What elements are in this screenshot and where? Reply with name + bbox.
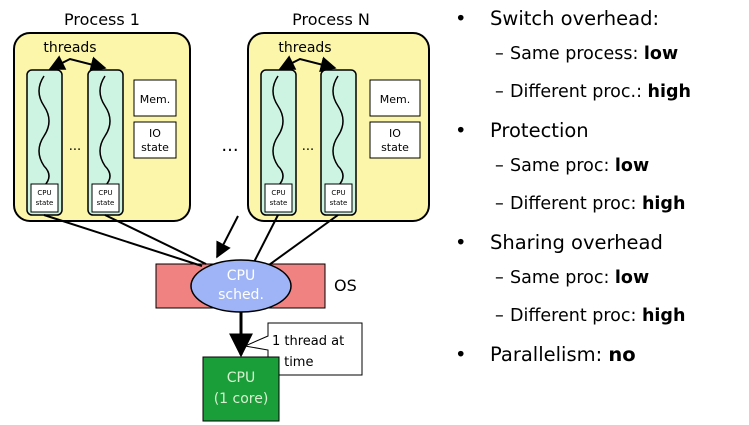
process-1-io-line1: IO: [149, 127, 161, 140]
bullet-label: Sharing overhead: [490, 231, 663, 254]
process-1-mem-box: [133, 79, 177, 117]
bullet-protection-same: –Same proc: low: [455, 154, 749, 178]
dash-marker-icon: –: [495, 156, 504, 176]
process-1-thread-1-cpu-state-box: [30, 183, 59, 213]
cpu-core-line1: CPU: [227, 370, 255, 386]
line-pn-t1: [252, 214, 279, 265]
process-n-thread-1: [260, 69, 297, 216]
dash-marker-icon: –: [495, 306, 504, 326]
process-1-thread-2-cpu-state-box: [91, 183, 120, 213]
bullet-label: Switch overhead:: [490, 7, 660, 30]
bullet-value: high: [641, 306, 686, 326]
bullet-label: Different proc:: [510, 194, 642, 214]
process-n-thread-2-squiggle: [332, 75, 344, 187]
process-n-thread-1-cpu-state-line2: state: [270, 199, 288, 207]
bullet-label: Parallelism:: [490, 343, 609, 366]
process-n-thread-2-cpu-state-box: [324, 183, 353, 213]
process-n-threads-bracket: [278, 55, 337, 73]
bullet-sharing-same: –Same proc: low: [455, 266, 749, 290]
cpu-scheduler-line1: CPU: [227, 268, 255, 284]
process-n-thread-1-cpu-state-line1: CPU: [271, 189, 285, 197]
process-1-threads-label: threads: [43, 40, 96, 56]
bullet-protection: • Protection: [455, 118, 749, 144]
process-n-io-line1: IO: [389, 127, 401, 140]
process-n-io-box: [369, 121, 421, 159]
process-1-thread-1-cpu-state-line2: state: [36, 199, 54, 207]
process-n-thread-2-cpu-state-line2: state: [330, 199, 348, 207]
bullet-label: Same proc:: [510, 268, 615, 288]
bullet-marker-icon: •: [455, 7, 467, 30]
bullet-marker-icon: •: [455, 231, 467, 254]
process-1-io-box: [133, 121, 177, 159]
cpu-scheduler-line2: sched.: [218, 287, 264, 303]
bullet-label: Different proc:: [510, 306, 642, 326]
bullet-value: high: [647, 82, 691, 102]
bullet-parallelism: • Parallelism: no: [455, 342, 749, 368]
dash-marker-icon: –: [495, 268, 504, 288]
dash-marker-icon: –: [495, 82, 504, 102]
bullet-value: low: [643, 44, 679, 64]
process-n-thread-2-cpu-state-line1: CPU: [331, 189, 345, 197]
bullet-value: high: [641, 194, 686, 214]
callout-line2: a time: [272, 355, 313, 370]
process-1-thread-2-cpu-state-line1: CPU: [98, 189, 112, 197]
dash-marker-icon: –: [495, 44, 504, 64]
bullet-switch-overhead: • Switch overhead:: [455, 6, 749, 32]
process-n-threads-label: threads: [278, 40, 331, 56]
process-1-title: Process 1: [64, 10, 140, 29]
process-1-thread-1-cpu-state-line1: CPU: [37, 189, 51, 197]
bullet-label: Same proc:: [510, 156, 615, 176]
cpu-core-line2: (1 core): [214, 391, 269, 407]
process-n-io-line2: state: [381, 141, 409, 154]
bullet-marker-icon: •: [455, 343, 467, 366]
cpu-core-box: [202, 356, 280, 422]
bullet-label: Different proc.:: [510, 82, 648, 102]
line-pn-t2: [261, 214, 339, 271]
process-1-threads-bracket: [48, 55, 107, 73]
process-1-thread-1-squiggle: [38, 75, 50, 187]
line-p1-t2: [104, 214, 207, 265]
process-n-mem-label: Mem.: [380, 93, 410, 106]
process-1-inner-ellipsis: ...: [69, 139, 81, 154]
bullet-value: no: [608, 343, 636, 366]
process-1-thread-2-squiggle: [99, 75, 111, 187]
bullet-list: •Switch overhead: –Same process: low –Di…: [455, 6, 749, 378]
bullet-sharing-overhead: • Sharing overhead: [455, 230, 749, 256]
process-n-thread-2: [320, 69, 357, 216]
bullet-marker-icon: •: [455, 119, 467, 142]
process-1-mem-label: Mem.: [140, 93, 170, 106]
between-process-ellipsis: ...: [221, 135, 238, 156]
os-label: OS: [334, 276, 357, 295]
line-p1-t1: [43, 214, 203, 267]
bullet-value: low: [614, 268, 650, 288]
process-to-scheduler-arrow: [216, 215, 239, 259]
process-1-thread-2-cpu-state-line2: state: [97, 199, 115, 207]
bullet-label: Protection: [490, 119, 589, 142]
process-n-title: Process N: [292, 10, 370, 29]
bullet-switch-same: –Same process: low: [455, 42, 749, 66]
process-n-thread-1-cpu-state-box: [264, 183, 293, 213]
bullet-switch-different: –Different proc.: high: [455, 80, 749, 104]
process-thread-diagram: Process 1 threads CPU state ... CPU stat…: [13, 10, 430, 422]
dash-marker-icon: –: [495, 194, 504, 214]
process-n-inner-ellipsis: ...: [302, 139, 314, 154]
process-1-io-line2: state: [141, 141, 169, 154]
bullet-sharing-different: –Different proc: high: [455, 304, 749, 328]
callout-line1: 1 thread at: [272, 334, 344, 349]
process-n-thread-1-squiggle: [272, 75, 284, 187]
process-n-mem-box: [369, 79, 421, 117]
bullet-protection-different: –Different proc: high: [455, 192, 749, 216]
bullet-label: Same process:: [510, 44, 644, 64]
thread-to-scheduler-lines: [43, 214, 339, 271]
bullet-value: low: [614, 156, 650, 176]
